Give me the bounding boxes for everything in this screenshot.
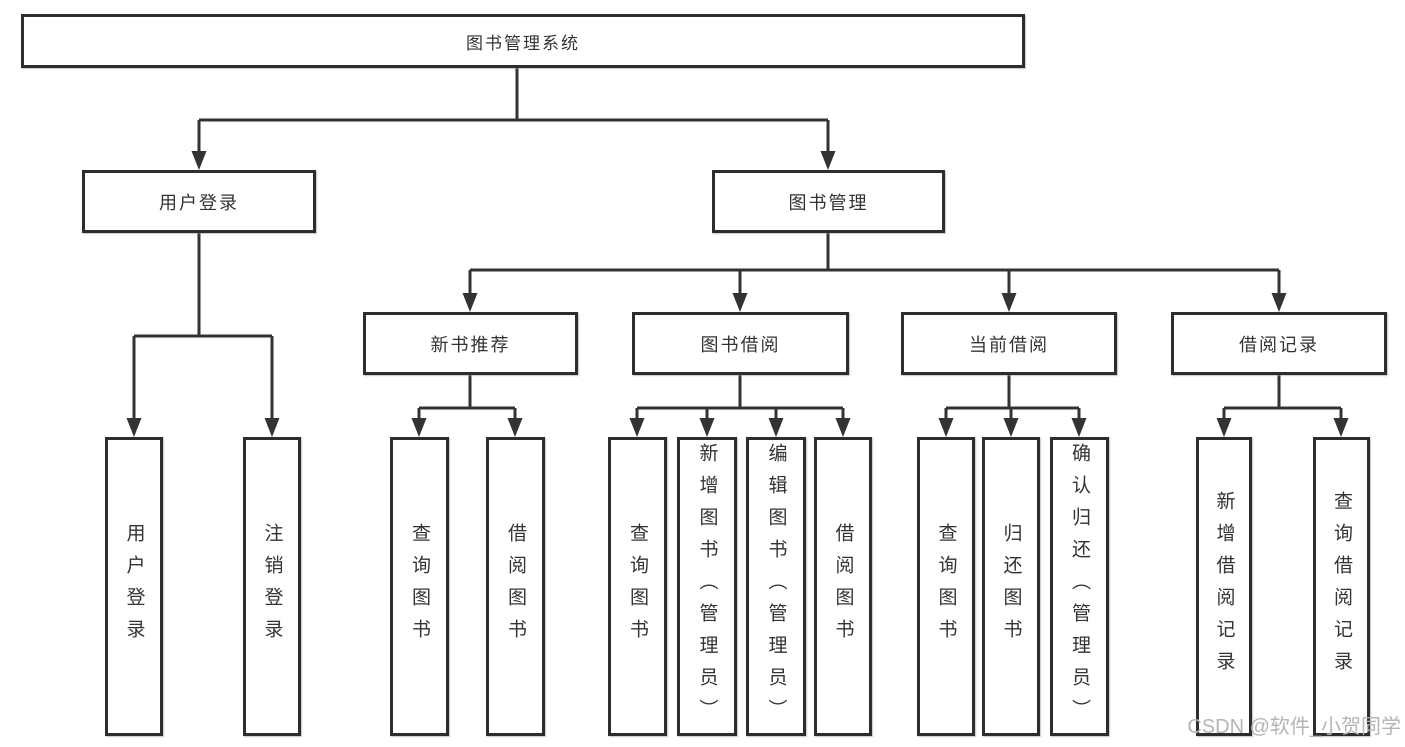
leaf-add-borrow-record: 新增借阅记录 <box>1196 437 1252 736</box>
leaf-borrow-book-1-label: 借阅图书 <box>505 522 526 651</box>
node-book-borrow: 图书借阅 <box>632 312 849 375</box>
node-root-label: 图书管理系统 <box>466 33 580 53</box>
leaf-return-book-label: 归还图书 <box>1000 522 1022 651</box>
arrowhead-icon <box>1071 418 1087 437</box>
leaf-logout: 注销登录 <box>243 437 301 736</box>
leaf-confirm-return-admin: 确认归还（管理员） <box>1050 437 1109 736</box>
arrowhead-icon <box>191 151 207 170</box>
leaf-borrow-book-2-label: 借阅图书 <box>832 522 854 651</box>
leaf-confirm-return-admin-label: 确认归还（管理员） <box>1069 442 1090 731</box>
leaf-borrow-book-2: 借阅图书 <box>814 437 872 736</box>
leaf-edit-book-admin-label: 编辑图书（管理员） <box>765 442 787 731</box>
leaf-query-borrow-record-label: 查询借阅记录 <box>1331 490 1352 683</box>
arrowhead-icon <box>126 418 142 437</box>
node-new-book-recommend: 新书推荐 <box>363 312 578 375</box>
leaf-borrow-book-1: 借阅图书 <box>486 437 545 736</box>
arrowhead-icon <box>411 418 427 437</box>
node-root: 图书管理系统 <box>21 14 1025 68</box>
node-user-login-label: 用户登录 <box>159 192 239 213</box>
arrowhead-icon <box>768 418 784 437</box>
leaf-query-book-2: 查询图书 <box>608 437 667 736</box>
arrowhead-icon <box>629 418 645 437</box>
leaf-query-book-3: 查询图书 <box>917 437 975 736</box>
node-borrow-record-label: 借阅记录 <box>1239 334 1319 355</box>
arrowhead-icon <box>1333 418 1349 437</box>
leaf-query-book-1-label: 查询图书 <box>409 522 430 651</box>
arrowhead-icon <box>1001 293 1017 312</box>
arrowhead-icon <box>835 418 851 437</box>
arrowhead-icon <box>938 418 954 437</box>
arrowhead-icon <box>1216 418 1232 437</box>
arrowhead-icon <box>507 418 523 437</box>
node-current-borrow: 当前借阅 <box>901 312 1117 375</box>
arrowhead-icon <box>264 418 280 437</box>
leaf-add-book-admin-label: 新增图书（管理员） <box>696 442 718 731</box>
leaf-add-book-admin: 新增图书（管理员） <box>677 437 737 736</box>
leaf-return-book: 归还图书 <box>982 437 1040 736</box>
arrowhead-icon <box>820 151 836 170</box>
node-book-management-label: 图书管理 <box>788 192 869 213</box>
leaf-user-login-label: 用户登录 <box>123 522 145 651</box>
node-book-borrow-label: 图书借阅 <box>700 334 781 355</box>
leaf-logout-label: 注销登录 <box>261 522 283 651</box>
arrowhead-icon <box>1003 418 1019 437</box>
leaf-query-borrow-record: 查询借阅记录 <box>1313 437 1370 736</box>
leaf-add-borrow-record-label: 新增借阅记录 <box>1213 490 1235 683</box>
csdn-watermark: CSDN @软件_小贺同学 <box>1187 716 1401 738</box>
node-user-login: 用户登录 <box>82 170 316 233</box>
leaf-query-book-3-label: 查询图书 <box>935 522 957 651</box>
node-new-book-recommend-label: 新书推荐 <box>430 334 511 355</box>
leaf-edit-book-admin: 编辑图书（管理员） <box>746 437 806 736</box>
leaf-user-login: 用户登录 <box>105 437 163 736</box>
node-current-borrow-label: 当前借阅 <box>969 334 1049 355</box>
node-book-management: 图书管理 <box>712 170 945 233</box>
arrowhead-icon <box>1271 293 1287 312</box>
node-borrow-record: 借阅记录 <box>1171 312 1387 375</box>
arrowhead-icon <box>732 293 748 312</box>
arrowhead-icon <box>462 293 478 312</box>
arrowhead-icon <box>699 418 715 437</box>
leaf-query-book-1: 查询图书 <box>390 437 449 736</box>
leaf-query-book-2-label: 查询图书 <box>627 522 648 651</box>
